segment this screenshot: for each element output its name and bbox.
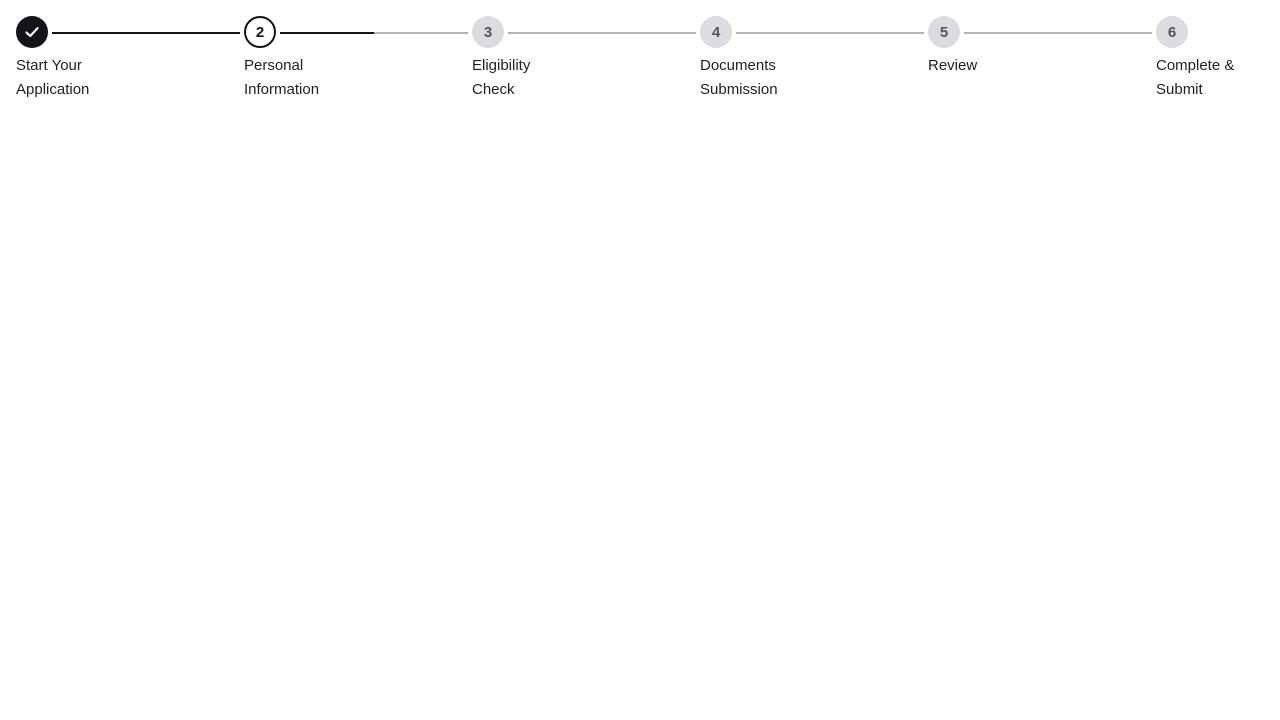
- step-label-line: Submit: [1156, 81, 1203, 98]
- step-personal-information[interactable]: 2 Personal Information: [244, 16, 472, 106]
- check-icon: [25, 27, 39, 38]
- step-5-label: Review: [928, 54, 1048, 78]
- step-6-label: Complete & Submit: [1156, 54, 1276, 102]
- step-3-label: Eligibility Check: [472, 54, 592, 102]
- step-2-marker: 2: [244, 16, 276, 48]
- step-connector-4-5: [736, 32, 924, 34]
- step-start-your-application[interactable]: Start Your Application: [16, 16, 244, 106]
- step-label-line: Complete &: [1156, 57, 1235, 74]
- step-number: 3: [483, 23, 493, 41]
- step-2-label: Personal Information: [244, 54, 364, 102]
- step-label-line: Eligibility: [472, 57, 531, 74]
- progress-stepper: Start Your Application 2 Personal Inform…: [0, 0, 1280, 120]
- step-label-line: Review: [928, 57, 978, 74]
- step-number: 6: [1167, 23, 1177, 41]
- step-connector-1-2: [52, 32, 240, 34]
- step-3-marker: 3: [472, 16, 504, 48]
- step-number: 5: [939, 23, 949, 41]
- step-label-line: Application: [16, 81, 90, 98]
- step-connector-progress: [52, 32, 240, 34]
- step-number: 4: [711, 23, 721, 41]
- step-complete-and-submit[interactable]: 6 Complete & Submit: [1156, 16, 1276, 106]
- step-1-label: Start Your Application: [16, 54, 136, 102]
- step-4-marker: 4: [700, 16, 732, 48]
- step-connector-5-6: [964, 32, 1152, 34]
- step-connector-2-3: [280, 32, 468, 34]
- step-4-label: Documents Submission: [700, 54, 820, 102]
- step-label-line: Documents: [700, 57, 776, 74]
- step-5-marker: 5: [928, 16, 960, 48]
- step-connector-3-4: [508, 32, 696, 34]
- step-label-line: Start Your: [16, 57, 82, 74]
- step-label-line: Information: [244, 81, 320, 98]
- step-label-line: Check: [472, 81, 515, 98]
- step-6-marker: 6: [1156, 16, 1188, 48]
- step-review[interactable]: 5 Review: [928, 16, 1156, 106]
- step-documents-submission[interactable]: 4 Documents Submission: [700, 16, 928, 106]
- step-label-line: Personal: [244, 57, 304, 74]
- step-connector-progress: [280, 32, 374, 34]
- step-eligibility-check[interactable]: 3 Eligibility Check: [472, 16, 700, 106]
- step-1-marker: [16, 16, 48, 48]
- step-number: 2: [255, 23, 265, 41]
- step-label-line: Submission: [700, 81, 778, 98]
